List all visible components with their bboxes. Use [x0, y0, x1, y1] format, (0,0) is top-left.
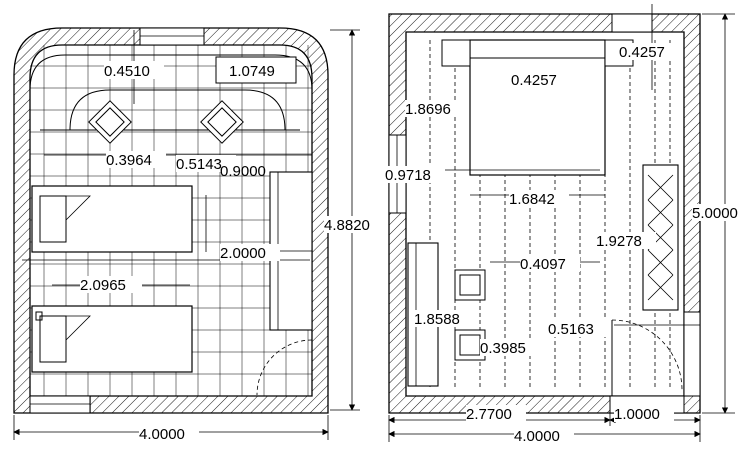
dim-label-05163: 0.5163: [548, 321, 594, 338]
left-bottom-window: [29, 395, 91, 414]
left-floor-plan: [13, 27, 360, 440]
chair-left: [88, 100, 132, 144]
bed-lower: [31, 305, 193, 373]
bed-upper: [31, 185, 193, 253]
dim-label-left-40000: 4.0000: [139, 426, 185, 443]
dim-label-19278: 1.9278: [596, 233, 642, 250]
left-door-swing: [256, 339, 313, 396]
dim-label-18696: 1.8696: [405, 101, 451, 118]
dim-label-04097: 0.4097: [520, 256, 566, 273]
right-door-swing: [611, 319, 683, 391]
dim-label-18588: 1.8588: [414, 311, 460, 328]
dim-label-05143: 0.5143: [176, 156, 222, 173]
right-floor-plan: [388, 4, 735, 442]
dim-label-09000: 0.9000: [220, 163, 266, 180]
dim-label-20965: 2.0965: [80, 277, 126, 294]
dim-label-16842: 1.6842: [509, 191, 555, 208]
dim-label-10000: 1.0000: [614, 406, 660, 423]
dim-label-04257-top: 0.4257: [619, 44, 665, 61]
right-side-opening: [683, 311, 701, 397]
right-top-opening: [611, 13, 653, 33]
dim-label-50000: 5.0000: [692, 205, 738, 222]
dim-label-right-40000: 4.0000: [514, 428, 560, 445]
double-bed: [441, 39, 634, 176]
dim-label-27700: 2.7700: [466, 406, 512, 423]
chair-right: [200, 100, 244, 144]
dim-label-03964: 0.3964: [106, 152, 152, 169]
dim-label-04510: 0.4510: [104, 63, 150, 80]
dim-label-10749: 1.0749: [229, 63, 275, 80]
dim-label-09718: 0.9718: [385, 167, 431, 184]
dim-label-20000: 2.0000: [220, 245, 266, 262]
dim-label-48820: 4.8820: [324, 217, 370, 234]
left-top-window: [139, 27, 205, 46]
dim-label-04257-bed: 0.4257: [511, 72, 557, 89]
side-cabinet: [215, 56, 297, 84]
dim-label-03985: 0.3985: [480, 340, 526, 357]
